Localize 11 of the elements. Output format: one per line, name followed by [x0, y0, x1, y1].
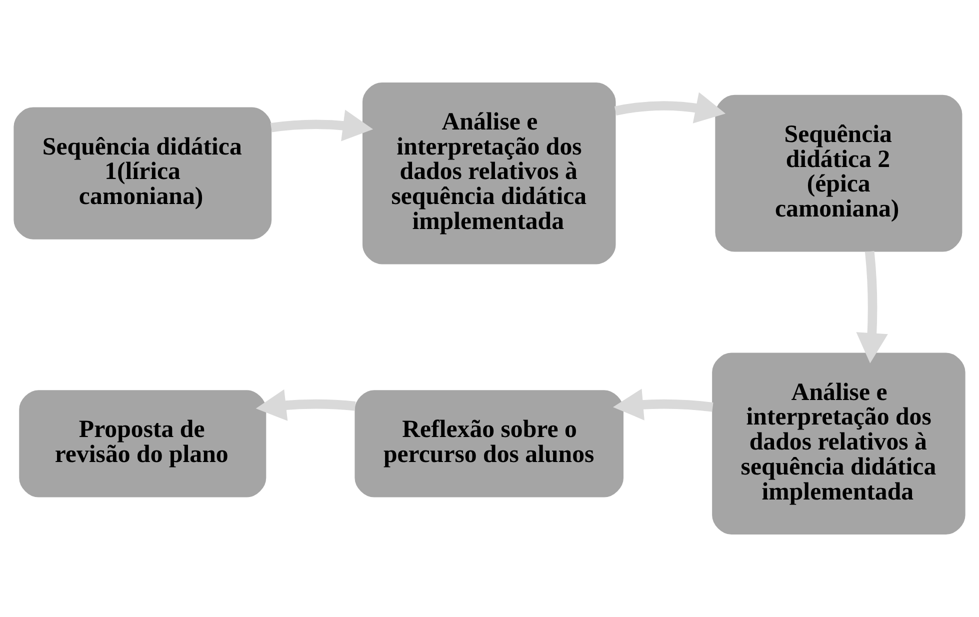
node-box: Proposta de revisão do plano [19, 390, 266, 498]
node-box: Análise e interpretação dos dados relativos à sequência didática implementada [362, 82, 616, 264]
node-box: Análise e interpretação dos dados relativos à sequência didática implementada [712, 352, 966, 535]
node-box: Reflexão sobre o percurso dos alunos [354, 390, 624, 498]
arrow [614, 92, 726, 124]
arrow [612, 388, 714, 420]
arrow [256, 389, 356, 421]
arrow [270, 110, 374, 142]
arrow [856, 251, 888, 364]
node-box: Sequência didática 2 (épica camoniana) [715, 94, 962, 252]
node-box: Sequência didática 1(lírica camoniana) [14, 107, 272, 240]
